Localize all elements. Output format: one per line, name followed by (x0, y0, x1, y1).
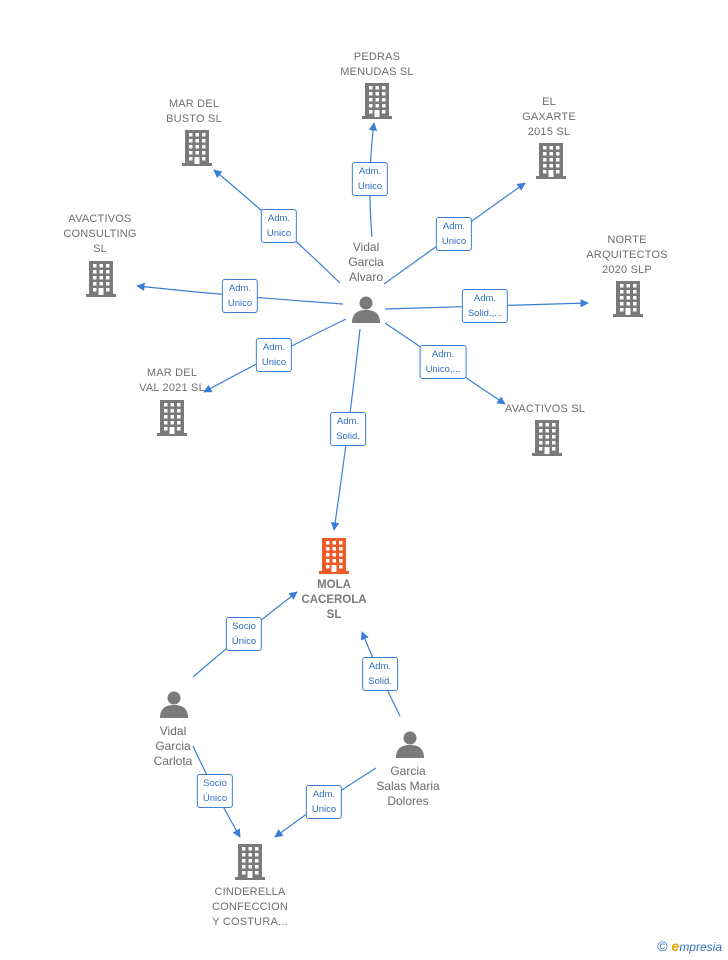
edge-label-vidal_alvaro-to-mar_val[interactable]: Adm. Unico (255, 338, 293, 372)
person-icon-garcia_salas[interactable] (396, 731, 424, 759)
edge-label-vidal_alvaro-to-norte[interactable]: Adm. Solid.,... (461, 289, 509, 323)
brand-initial: e (671, 938, 680, 954)
node-label-mola[interactable]: MOLA CACEROLA SL (301, 579, 367, 621)
node-label-cinderella[interactable]: CINDERELLA CONFECCION Y COSTURA... (212, 886, 288, 928)
node-label-mar_busto[interactable]: MAR DEL BUSTO SL (166, 98, 222, 125)
building-icon-mar_val[interactable] (157, 400, 187, 436)
edge-label-vidal_alvaro-to-pedras[interactable]: Adm. Unico (351, 162, 389, 196)
building-icon-mola[interactable] (319, 538, 349, 574)
edge-label-garcia_salas-to-cinderella[interactable]: Adm. Unico (305, 785, 343, 819)
node-label-garcia_salas[interactable]: Garcia Salas Maria Dolores (376, 764, 440, 808)
building-icon-gaxarte[interactable] (536, 143, 566, 179)
edge-label-vidal_alvaro-to-gaxarte[interactable]: Adm. Unico (435, 217, 473, 251)
building-icon-pedras[interactable] (362, 83, 392, 119)
edge-label-vidal_alvaro-to-avactivos_consulting[interactable]: Adm. Unico (221, 279, 259, 313)
edge-label-vidal_carlota-to-mola[interactable]: Socio Único (225, 617, 263, 651)
building-icon-cinderella[interactable] (235, 844, 265, 880)
building-icon-norte[interactable] (613, 281, 643, 317)
building-icon-mar_busto[interactable] (182, 130, 212, 166)
node-label-gaxarte[interactable]: EL GAXARTE 2015 SL (522, 96, 576, 138)
copyright-icon: © (657, 938, 668, 954)
person-icon-vidal_alvaro[interactable] (352, 296, 380, 324)
edge-label-vidal_carlota-to-cinderella[interactable]: Socio Único (196, 774, 234, 808)
node-label-vidal_alvaro[interactable]: Vidal Garcia Alvaro (348, 240, 384, 284)
brand-name: mpresia (679, 940, 722, 954)
node-label-avactivos_consulting[interactable]: AVACTIVOS CONSULTING SL (63, 213, 137, 255)
node-label-pedras[interactable]: PEDRAS MENUDAS SL (340, 51, 414, 78)
edge-label-vidal_alvaro-to-avactivos_sl[interactable]: Adm. Unico,... (419, 345, 467, 379)
person-icon-vidal_carlota[interactable] (160, 691, 188, 719)
building-icon-avactivos_sl[interactable] (532, 420, 562, 456)
building-icon-avactivos_consulting[interactable] (86, 261, 116, 297)
brand-logo[interactable]: ©empresia (657, 938, 722, 954)
node-label-vidal_carlota[interactable]: Vidal Garcia Carlota (153, 724, 193, 768)
node-label-avactivos_sl[interactable]: AVACTIVOS SL (504, 403, 586, 415)
edge-label-vidal_alvaro-to-mola[interactable]: Adm. Solid. (330, 412, 366, 446)
edge-label-vidal_alvaro-to-mar_busto[interactable]: Adm. Unico (260, 209, 298, 243)
node-label-norte[interactable]: NORTE ARQUITECTOS 2020 SLP (586, 234, 668, 276)
edge-label-garcia_salas-to-mola[interactable]: Adm. Solid. (362, 657, 398, 691)
node-label-mar_val[interactable]: MAR DEL VAL 2021 SL (139, 367, 205, 394)
